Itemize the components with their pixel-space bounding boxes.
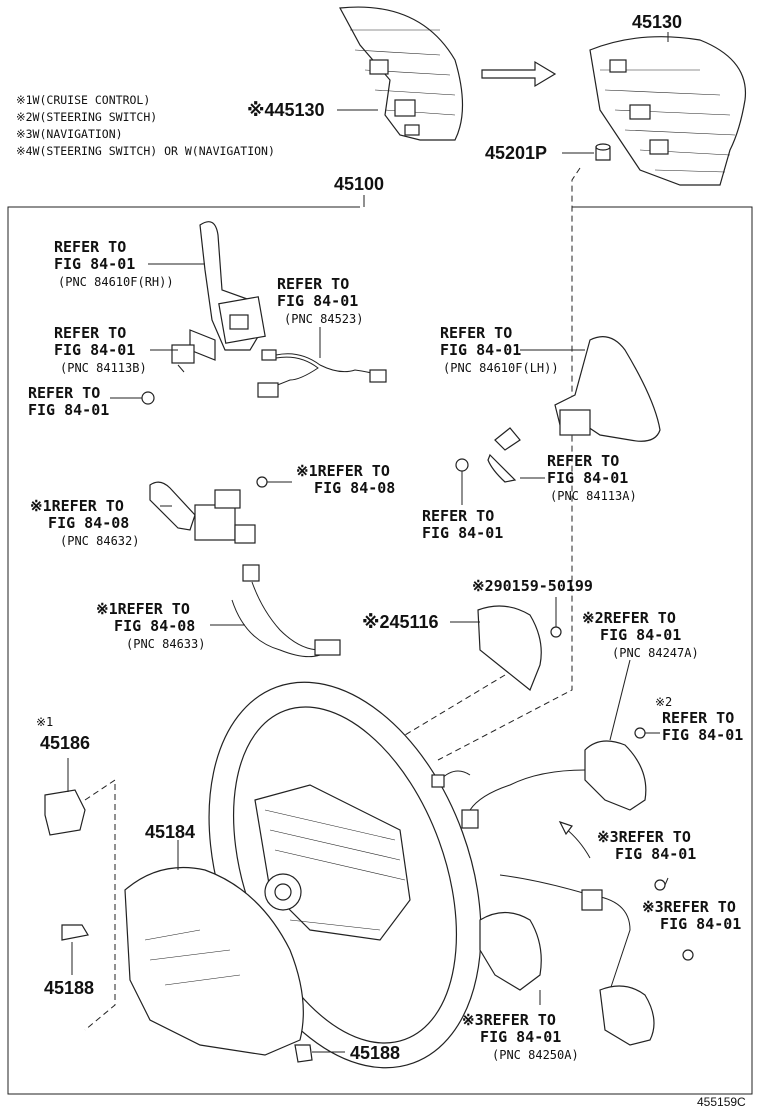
ref-harness: REFER TO FIG 84-01 (277, 275, 359, 310)
part-45130: 45130 (632, 12, 683, 32)
part-45188: 45188 (44, 978, 95, 998)
switch-84113b (171, 329, 216, 373)
ref-paddle-lh-pnc: (PNC 84610F(LH)) (443, 361, 559, 375)
navigation-switch-84250a (479, 874, 655, 1046)
part-45184: 45184 (145, 822, 196, 842)
ref-steer-screw: REFER TO FIG 84-01 (662, 709, 744, 744)
ref-paddle-rh-pnc: (PNC 84610F(RH)) (58, 275, 174, 289)
bracket-45186 (44, 758, 86, 836)
ref-switch-b-pnc: (PNC 84113B) (60, 361, 147, 375)
paddle-shifter-rh (199, 221, 266, 351)
paddle-shifter-lh (554, 336, 661, 442)
part-45100: 45100 (334, 174, 385, 194)
curved-arrow (564, 827, 591, 859)
screw-5 (654, 879, 666, 891)
ref-paddle-rh: REFER TO FIG 84-01 (54, 238, 136, 273)
ref-switch-b: REFER TO FIG 84-01 (54, 324, 136, 359)
ref-cruise-screw: ※1REFER TO FIG 84-08 (296, 462, 396, 497)
part-45186-mark: ※1 (36, 715, 54, 729)
wire-harness-84523 (257, 349, 387, 398)
ref-nav-screw-2: ※3REFER TO FIG 84-01 (642, 898, 742, 933)
ref-nav-switch: ※3REFER TO FIG 84-01 (462, 1011, 562, 1046)
part-45186: 45186 (40, 733, 91, 753)
screw-6 (682, 949, 694, 961)
screw-1 (141, 391, 155, 405)
ref-nav-screw-1: ※3REFER TO FIG 84-01 (597, 828, 697, 863)
switch-cover-45116 (477, 605, 542, 691)
screw-90159 (550, 626, 562, 638)
ref-nav-switch-pnc: (PNC 84250A) (492, 1048, 579, 1062)
ref-paddle-lh: REFER TO FIG 84-01 (440, 324, 522, 359)
screw-4 (634, 727, 646, 739)
part-90159: ※290159-50199 (472, 577, 593, 595)
steering-switch-84247a (431, 740, 647, 829)
note-3: ※3W(NAVIGATION) (16, 127, 123, 141)
clip-45188-a (61, 924, 89, 941)
part-45201p: 45201P (485, 143, 548, 163)
ref-steer-screw-mark: ※2 (655, 695, 673, 709)
airbag-pad-right (589, 36, 747, 186)
note-1: ※1W(CRUISE CONTROL) (16, 93, 151, 107)
ref-bracket-a-pnc: (PNC 84113A) (550, 489, 637, 503)
cruise-control-switch (149, 481, 256, 544)
ref-screw: REFER TO FIG 84-01 (28, 384, 110, 419)
ref-steer-switch-pnc: (PNC 84247A) (612, 646, 699, 660)
arrow-right (481, 60, 557, 88)
ref-bracket-a: REFER TO FIG 84-01 (547, 452, 629, 487)
assembly-frame (7, 206, 753, 1095)
bracket-84113a (487, 427, 521, 483)
ref-cruise-switch: ※1REFER TO FIG 84-08 (30, 497, 130, 532)
ref-harness-pnc: (PNC 84523) (284, 312, 364, 326)
airbag-pad-left (339, 6, 464, 141)
note-4: ※4W(STEERING SWITCH) OR W(NAVIGATION) (16, 144, 275, 158)
ref-cruise-harness: ※1REFER TO FIG 84-08 (96, 600, 196, 635)
ref-screw-2: REFER TO FIG 84-01 (422, 507, 504, 542)
screw-2 (455, 458, 469, 472)
cruise-harness-84633 (231, 564, 341, 658)
ref-cruise-harness-pnc: (PNC 84633) (126, 637, 206, 651)
ref-cruise-switch-pnc: (PNC 84632) (60, 534, 140, 548)
part-45130-alt: ※445130 (247, 100, 325, 120)
note-2: ※2W(STEERING SWITCH) (16, 110, 158, 124)
airbag-cover-45184 (124, 866, 304, 1056)
drawing-number: 455159C (697, 1095, 746, 1109)
clip-45188-b (294, 1044, 313, 1063)
screw-3 (256, 476, 268, 488)
part-45188-b: 45188 (350, 1043, 401, 1063)
ref-steer-switch: ※2REFER TO FIG 84-01 (582, 609, 682, 644)
part-45116: ※245116 (362, 612, 439, 632)
